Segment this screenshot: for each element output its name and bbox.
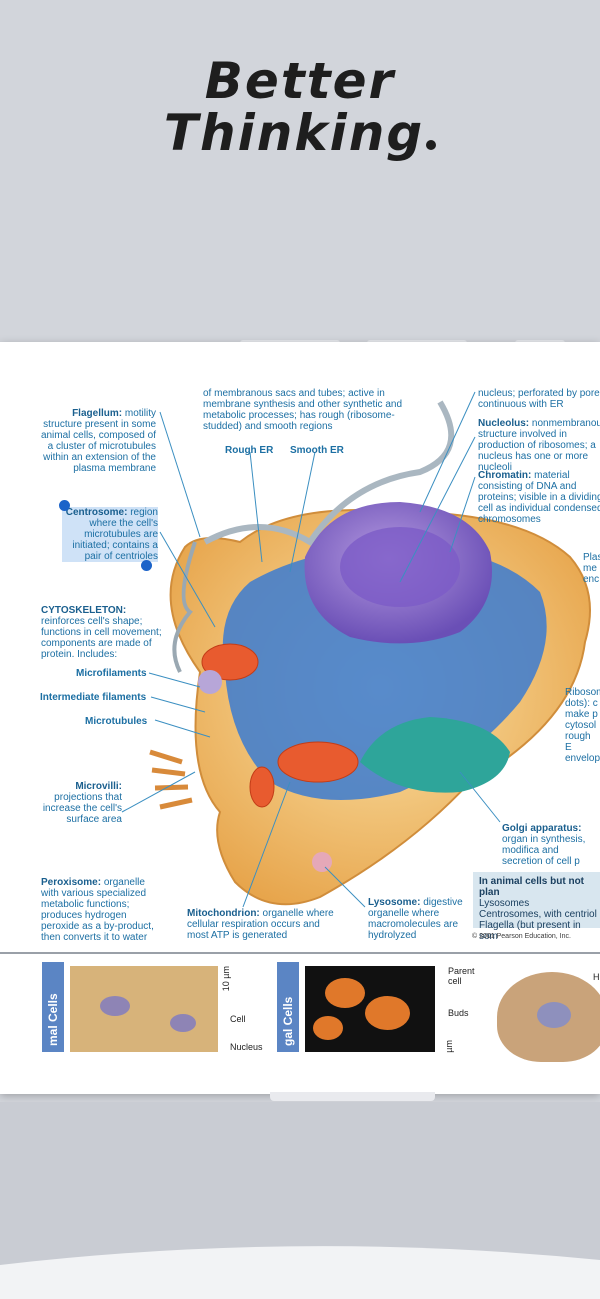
mitochondrion-2 xyxy=(277,741,359,783)
parent-cell-caption: Parent cell xyxy=(448,966,475,986)
rough-er-label: Rough ER xyxy=(225,445,274,456)
mitochondrion-label: Mitochondrion: organelle where cellular … xyxy=(187,908,342,941)
microvilli-title: Microvilli: xyxy=(75,781,122,792)
plasma-membrane-label: Plas me enc xyxy=(583,552,600,585)
header-area xyxy=(0,0,600,340)
comparison-box-title: In animal cells but not plan xyxy=(479,876,585,898)
scale-bar-b: µm xyxy=(444,1040,454,1053)
plant-cell-micrograph xyxy=(497,972,600,1062)
brand-line-2: Thinking xyxy=(0,104,600,162)
nucleus-caption: Nucleus xyxy=(230,1042,263,1052)
cell-caption: Cell xyxy=(230,1014,246,1024)
comparison-line-3: Flagella (but present in som xyxy=(479,920,581,942)
partial-caption-h: H xyxy=(593,972,600,982)
selection-handle-start[interactable] xyxy=(59,500,70,511)
golgi-apparatus xyxy=(360,717,510,793)
chromatin-title: Chromatin: xyxy=(478,470,532,481)
cell-illustration xyxy=(121,391,591,908)
flagellum-desc: motility structure present in some anima… xyxy=(40,408,156,474)
selection-handle-end[interactable] xyxy=(141,560,152,571)
peroxisome-label: Peroxisome: organelle with various speci… xyxy=(41,877,161,943)
buds-caption: Buds xyxy=(448,1008,469,1018)
lysosome-label: Lysosome: digestive organelle where macr… xyxy=(368,897,463,941)
next-page-strip: mal Cells 10 µm Cell Nucleus gal Cells P… xyxy=(0,962,600,1062)
cytoskeleton-desc: reinforces cell's shape; functions in ce… xyxy=(41,616,162,660)
nucleolus xyxy=(340,527,460,607)
animal-cells-micrograph xyxy=(70,966,218,1052)
brand-dot xyxy=(426,140,437,150)
flagellum-base xyxy=(172,541,197,673)
centrosome-title: Centrosome: xyxy=(65,507,128,518)
chromatin-label: Chromatin: material consisting of DNA an… xyxy=(478,470,600,525)
mitochondrion-title: Mitochondrion: xyxy=(187,908,260,919)
brand-line-1: Better xyxy=(204,52,396,110)
page-divider xyxy=(0,952,600,954)
peroxisome xyxy=(198,670,222,694)
animal-cells-label: mal Cells xyxy=(42,962,64,1052)
lysosome xyxy=(312,852,332,872)
cytoskeleton-title: CYTOSKELETON: xyxy=(41,605,127,616)
comparison-line-1: Lysosomes xyxy=(479,898,530,909)
copyright-text: © 2001 Pearson Education, Inc. xyxy=(472,933,571,940)
chromatin-desc: material consisting of DNA and proteins;… xyxy=(478,470,600,525)
cytoskeleton-label: CYTOSKELETON: reinforces cell's shape; f… xyxy=(41,605,171,660)
nucleolus-desc: nonmembranous structure involved in prod… xyxy=(478,418,600,473)
lysosome-desc: digestive organelle where macromolecules… xyxy=(368,897,463,941)
brand-line-2-text: Thinking xyxy=(163,104,425,162)
comparison-box: In animal cells but not plan Lysosomes C… xyxy=(473,872,600,942)
mitochondrion-1 xyxy=(201,643,259,681)
intermediate-filaments-label: Intermediate filaments xyxy=(40,692,147,703)
flagellum-label: Flagellum: motility structure present in… xyxy=(40,408,156,474)
leader-lines xyxy=(121,391,501,908)
card-bottom-handle[interactable] xyxy=(270,1092,435,1101)
nucleolus-label: Nucleolus: nonmembranous structure invol… xyxy=(478,418,600,473)
microvilli-desc: projections that increase the cell's sur… xyxy=(42,792,122,825)
nucleolus-title: Nucleolus: xyxy=(478,418,530,429)
mitochondrion-3 xyxy=(249,766,275,808)
scale-bar-a: 10 µm xyxy=(221,966,231,992)
ribosomes-label: Ribosom dots): c make p cytosol rough E … xyxy=(565,687,600,764)
fungal-cells-micrograph xyxy=(305,966,435,1052)
microfilaments-label: Microfilaments xyxy=(76,668,147,679)
mitochondrion-desc: organelle where cellular respiration occ… xyxy=(187,908,334,941)
golgi-label: Golgi apparatus: organ in synthesis, mod… xyxy=(502,823,600,867)
microvilli-label: Microvilli: projections that increase th… xyxy=(40,781,122,825)
flagellum-title: Flagellum: xyxy=(72,408,123,419)
cell-diagram: of membranous sacs and tubes; active in … xyxy=(0,342,600,952)
fungal-cells-label: gal Cells xyxy=(277,962,299,1052)
golgi-desc: organ in synthesis, modifica and secreti… xyxy=(502,834,586,867)
centrosome-label[interactable]: Centrosome: region where the cell's micr… xyxy=(62,507,158,562)
microtubules-label: Microtubules xyxy=(85,716,148,727)
peroxisome-title: Peroxisome: xyxy=(41,877,102,888)
centrosome-desc: region where the cell's microtubules are… xyxy=(72,507,158,562)
nucleus-description: nucleus; perforated by pores; continuous… xyxy=(478,388,600,410)
document-card[interactable]: of membranous sacs and tubes; active in … xyxy=(0,342,600,1094)
peroxisome-desc: organelle with various specialized metab… xyxy=(41,877,154,943)
er-description: of membranous sacs and tubes; active in … xyxy=(203,388,402,432)
lysosome-title: Lysosome: xyxy=(368,897,421,908)
golgi-title: Golgi apparatus: xyxy=(502,823,582,834)
microvilli xyxy=(149,749,193,810)
flagellum xyxy=(203,400,455,547)
smooth-er-label: Smooth ER xyxy=(290,445,344,456)
bottom-wave xyxy=(0,1246,600,1299)
comparison-line-2: Centrosomes, with centriol xyxy=(479,909,597,920)
